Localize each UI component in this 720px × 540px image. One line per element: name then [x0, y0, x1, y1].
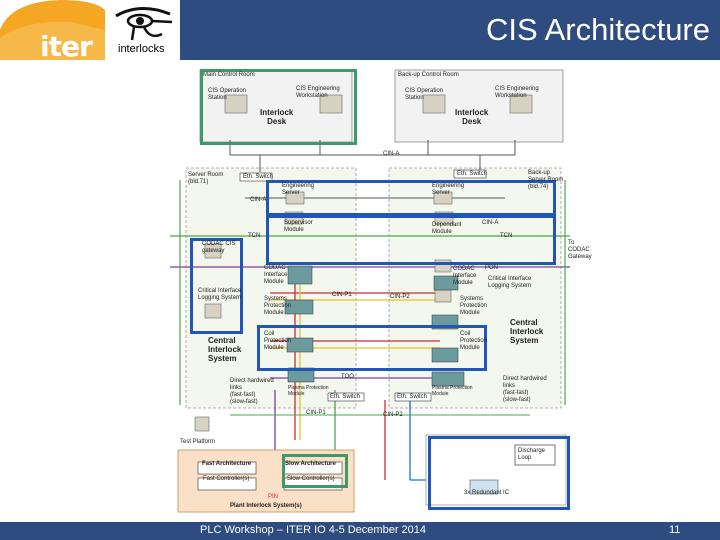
cin-p1-bottom-label: CIN-P1	[306, 410, 326, 416]
cin-a-top-label: CIN-A	[383, 151, 400, 157]
coil-protection-module-label: Coil Protection Module	[264, 331, 292, 351]
redundant-ic-label: 3x Redundant IC	[464, 490, 510, 496]
eth-switch-bottom-left-label: Eth. Switch	[330, 394, 361, 400]
backup-server-room-label: Back-up Server Room (bld.74)	[528, 170, 564, 190]
to-codac-gateway-label: To CODAC Gateway	[568, 240, 592, 260]
eth-switch-left-label: Eth. Switch	[243, 174, 274, 180]
slow-controllers-label: Slow Controller(s)	[287, 476, 335, 482]
cis-operation-station-label: CIS Operation Station	[208, 88, 247, 101]
interlocks-logo-text: interlocks	[118, 43, 165, 55]
main-control-room-highlight	[200, 69, 357, 145]
codac-gateway-highlight	[190, 238, 243, 334]
tcn-left-label: TCN	[248, 233, 261, 239]
interlock-desk-label: Interlock Desk	[260, 108, 294, 126]
interlocks-logo	[110, 4, 178, 60]
fast-controllers-label: Fast Controller(s)	[203, 476, 250, 482]
slide-footer: PLC Workshop – ITER IO 4-5 December 2014…	[0, 522, 720, 540]
slow-architecture-highlight	[282, 454, 348, 488]
page-number: 11	[669, 524, 681, 536]
codac-gateway-label: CODAC CIS gateway	[202, 241, 236, 254]
direct-hardwired-right-label: Direct hardwired links (fast-fast) (slow…	[503, 376, 547, 403]
server-room-label: Server Room (bld.71)	[188, 172, 224, 185]
supervisor-module-highlight	[266, 215, 556, 265]
title-band: CIS Architecture	[180, 0, 720, 60]
cis-engineering-workstation-label: CIS Engineering Workstation	[296, 86, 340, 99]
cin-a-right-label: CIN-A	[482, 220, 499, 226]
test-platform-label: Test Platform	[180, 439, 216, 445]
main-control-room-label: Main Control Room	[203, 72, 255, 78]
critical-logging-right-label: Critical Interface Logging System	[488, 276, 532, 289]
coil-protection-highlight	[257, 325, 487, 371]
direct-hardwired-left-label: Direct hardwired links (fast-fast) (slow…	[230, 378, 274, 405]
discharge-loop-highlight	[428, 436, 570, 510]
pin-label: PIN	[268, 494, 279, 500]
coil-protection-module-right-label: Coil Protection Module	[460, 331, 488, 351]
critical-logging-label: Critical Interface Logging System	[198, 288, 242, 301]
cin-p2-label: CIN-P2	[390, 294, 410, 300]
systems-protection-module-right-label: Systems Protection Module	[460, 296, 488, 316]
supervisor-module-label: Supervisor Module	[284, 220, 313, 233]
backup-control-room-label: Back-up Control Room	[398, 72, 459, 78]
backup-engineering-workstation-label: CIS Engineering Workstation	[495, 86, 539, 99]
discharge-loop-label: Discharge Loop	[518, 448, 546, 461]
plasma-protection-module-label: Plasma Protection Module	[288, 385, 329, 397]
central-interlock-system-label: Central Interlock System	[208, 336, 242, 363]
cin-p2-bottom-label: CIN-P2	[383, 412, 403, 418]
dependant-module-label: Dependant Module	[432, 222, 462, 235]
fast-architecture-label: Fast Architecture	[202, 461, 252, 467]
backup-interlock-desk-label: Interlock Desk	[455, 108, 489, 126]
slide-header: iter interlocks CIS Architecture	[0, 0, 720, 63]
backup-operation-station-label: CIS Operation Station	[405, 88, 444, 101]
footer-text: PLC Workshop – ITER IO 4-5 December 2014	[200, 524, 427, 536]
eth-switch-bottom-right-label: Eth. Switch	[397, 394, 428, 400]
plant-interlock-label: Plant Interlock System(s)	[230, 503, 302, 509]
slow-architecture-label: Slow Architecture	[285, 461, 336, 467]
engineering-server-highlight	[266, 180, 556, 216]
central-interlock-system-right-label: Central Interlock System	[510, 318, 544, 345]
codac-interface-module-right-label: CODAC Interface Module	[453, 266, 477, 286]
too-label: TOO	[341, 374, 354, 380]
iter-logo-text: iter	[40, 30, 93, 63]
cin-a-left-label: CIN-A	[250, 197, 267, 203]
eth-switch-right-label: Eth. Switch	[457, 171, 488, 177]
slide-title: CIS Architecture	[486, 12, 710, 47]
iter-logo: iter	[0, 0, 105, 63]
codac-interface-module-label: CODAC Interface Module	[264, 265, 288, 285]
cis-architecture-diagram: Main Control Room Back-up Control Room C…	[170, 60, 592, 520]
cin-p1-label: CIN-P1	[332, 292, 352, 298]
pon-label: PON	[485, 265, 499, 271]
plasma-protection-module-right-label: Plasma Protection Module	[432, 385, 473, 397]
systems-protection-module-label: Systems Protection Module	[264, 296, 292, 316]
engineering-server-label: Engineering Server	[282, 183, 315, 196]
backup-engineering-server-label: Engineering Server	[432, 183, 465, 196]
tcn-right-label: TCN	[500, 233, 513, 239]
